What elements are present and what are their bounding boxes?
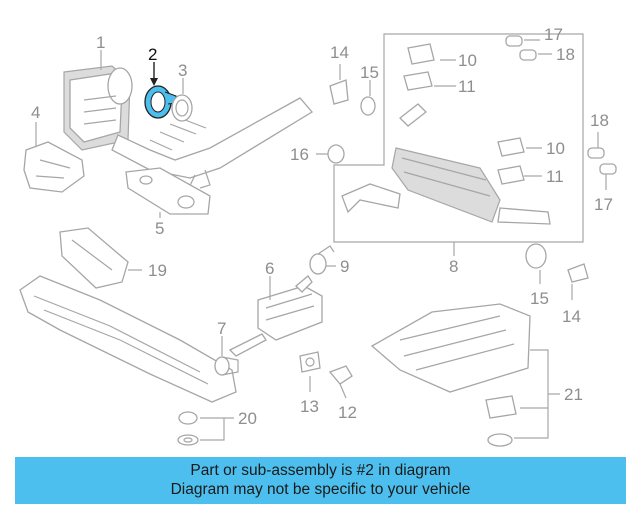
callout-18-bottom: 18 — [590, 111, 609, 130]
callout-5: 5 — [155, 219, 164, 238]
callout-4: 4 — [31, 103, 40, 122]
callout-3: 3 — [178, 61, 187, 80]
clamp-part-2-highlighted — [144, 85, 177, 119]
callout-1: 1 — [96, 33, 105, 52]
callout-9: 9 — [340, 257, 349, 276]
callout-16: 16 — [290, 145, 309, 164]
rear-heat-shield-part-21 — [370, 303, 531, 447]
part-info-banner: Part or sub-assembly is #2 in diagram Di… — [15, 457, 626, 504]
callout-14-bottom: 14 — [562, 307, 581, 326]
gasket-part-3 — [171, 94, 193, 122]
callout-8: 8 — [449, 257, 458, 276]
callout-15-bottom: 15 — [530, 289, 549, 308]
clamp-part-7 — [214, 356, 239, 376]
callout-18-top: 18 — [556, 45, 575, 64]
bracket-part-12 — [328, 365, 353, 385]
callout-10-mid: 10 — [546, 139, 565, 158]
clamp-part-9 — [309, 245, 335, 275]
rear-muffler-assembly-box — [333, 33, 584, 243]
heat-shield-part-19 — [59, 227, 129, 289]
callout-20: 20 — [238, 409, 257, 428]
front-exhaust-pipe — [111, 97, 313, 191]
callout-6: 6 — [265, 259, 274, 278]
callout-7: 7 — [217, 319, 226, 338]
callout-17-bottom: 17 — [594, 195, 613, 214]
leader-lines — [35, 39, 607, 441]
callout-13: 13 — [300, 397, 319, 416]
hardware-part-20 — [177, 411, 199, 446]
underbody-heat-shield — [19, 275, 237, 403]
callout-11-mid: 11 — [546, 167, 564, 186]
flange-gasket-part-5 — [125, 167, 211, 215]
callout-19: 19 — [148, 261, 167, 280]
rear-hardware-parts — [403, 35, 617, 185]
center-muffler-part-6 — [228, 275, 323, 357]
exhaust-parts-diagram: 1 2 3 4 5 6 7 8 9 10 10 11 11 12 13 14 1… — [19, 25, 617, 447]
callout-2: 2 — [148, 45, 157, 64]
callout-15-top: 15 — [360, 63, 379, 82]
callout-21: 21 — [564, 385, 583, 404]
catalytic-converter — [63, 65, 133, 151]
callout-14-top: 14 — [330, 43, 349, 62]
callout-17-top: 17 — [544, 25, 563, 44]
callout-11-top: 11 — [458, 77, 476, 96]
bracket-part-4 — [23, 141, 85, 193]
caption-line-1: Part or sub-assembly is #2 in diagram — [190, 462, 451, 479]
hanger-part-13 — [299, 351, 321, 373]
caption-line-2: Diagram may not be specific to your vehi… — [170, 481, 471, 498]
callout-12: 12 — [338, 403, 357, 422]
callout-10-top: 10 — [458, 51, 477, 70]
